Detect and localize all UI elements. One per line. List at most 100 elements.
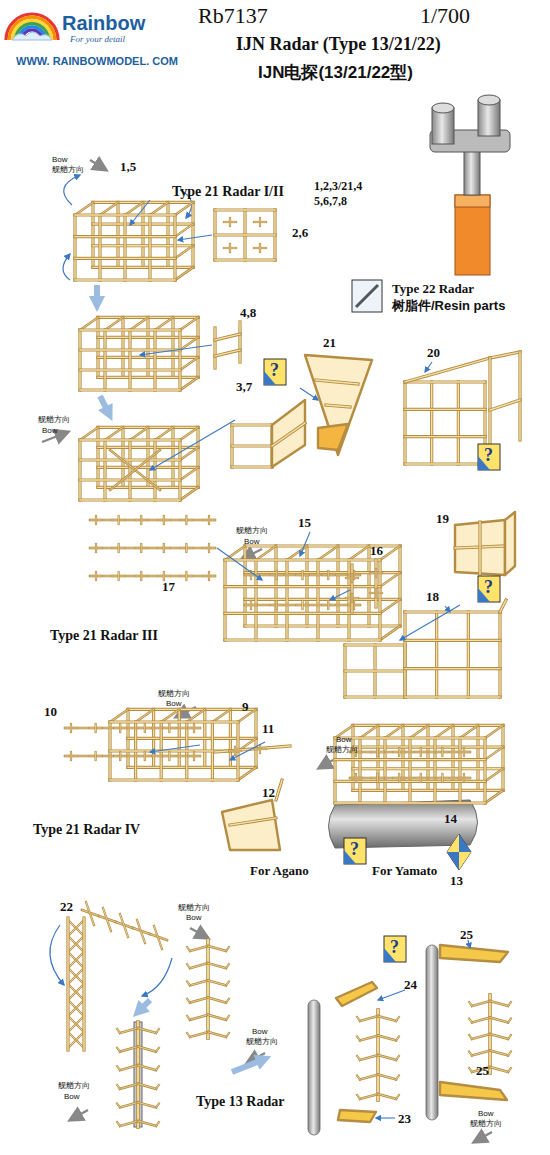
etch-bar [345,670,405,671]
etch-bar [508,1002,511,1006]
etch-bar [180,447,198,460]
etch-bar [193,752,195,760]
callout-number: 19 [436,512,449,526]
etch-bar [472,1034,490,1039]
etch-bar [68,920,84,936]
leader-arrow [217,548,262,580]
etch-bar [259,218,261,226]
leader-arrow [150,745,200,752]
etch-bar [75,202,93,215]
etch-bar [479,522,480,574]
etch-bar [104,440,105,500]
leader-arrow [230,742,265,760]
etch-bar [187,1033,190,1037]
etch-bar [410,725,428,738]
etch-bar [215,259,275,260]
etch-bar [349,546,369,560]
etch-bar [463,774,465,782]
etch-bar [353,768,503,769]
etch-bar [99,215,100,280]
etch-bar [103,330,106,390]
etch-bar [229,244,231,252]
etch-bar [155,427,173,440]
etch-bar [68,984,84,1000]
etch-bar [75,236,175,237]
resin-base [455,195,490,275]
etch-bar [117,1085,120,1089]
etch-bar [357,1076,360,1080]
etch-bar [405,462,485,465]
part-caption: For Yamato [372,864,437,878]
etch-bar [180,317,198,330]
etch-bar [68,1032,84,1048]
etch-bar [138,1047,156,1052]
etch-bar [435,725,453,738]
etch-bar [117,1103,120,1107]
etch-bar [120,1102,138,1107]
etch-bar [175,267,193,280]
etch-bar [356,774,357,782]
part-caption: For Agano [250,864,309,878]
fold-arrow [50,925,64,985]
etch-bar [193,724,195,732]
etch-bar [502,725,503,790]
etch-bar [187,1016,190,1020]
etch-bar [215,334,240,340]
etch-bar [396,1017,399,1021]
etch-bar [180,467,198,480]
etch-bar [490,1067,508,1072]
etch-bar [469,1019,472,1023]
question-icon [384,936,406,962]
etch-bar [469,1068,472,1072]
etch-bar [190,980,208,985]
part-caption: Type 21 Radar III [50,628,158,643]
etch-bar [120,752,121,760]
etch-bar [68,968,84,984]
etch-bar [80,427,98,440]
etch-bar [518,352,521,440]
etch-bar [138,1047,156,1052]
etch-bar [383,738,386,803]
etch-bar [185,516,187,524]
etch-bar [138,1065,156,1070]
etch-bar [138,1102,156,1107]
etch-bar [117,1103,120,1107]
etch-bar [65,728,200,729]
etch-bar [90,576,215,577]
part-caption: Type 22 Radar [392,282,474,296]
etch-bar [208,544,210,552]
etch-bar [156,1103,159,1107]
etch-bar [123,215,126,280]
etch-bar [360,1055,378,1060]
etch-bar [208,1015,226,1020]
etch-bar [357,1037,360,1041]
etch-bar [239,322,240,362]
etch-bar [120,1102,138,1107]
etch-bar [232,466,272,467]
etch-bar [245,625,400,626]
etch-bar [316,560,319,640]
etch-bar [190,1032,208,1037]
etch-bar [327,601,329,609]
etch-bar [478,522,481,574]
etch-bar [326,405,350,407]
etch-bar [93,245,193,246]
etch-bar [357,1056,360,1060]
etch-bar [353,746,503,747]
etch-bar [187,964,190,968]
etch-bar [117,544,119,552]
etch-bar [469,1035,472,1039]
etch-bar [260,745,261,753]
etch-bar [156,1048,159,1052]
callout-number: 15 [298,516,311,530]
etch-bar [68,952,84,968]
etch-bar [378,1075,396,1080]
etch-bar [229,218,231,226]
assembly-arrow-head [254,1055,272,1070]
etch-bar [75,213,175,216]
etch-bar [96,516,97,524]
etch-bar [464,774,465,782]
etch-bar [138,1084,156,1089]
etch-bar [360,1094,378,1099]
etch-bar [96,544,97,552]
